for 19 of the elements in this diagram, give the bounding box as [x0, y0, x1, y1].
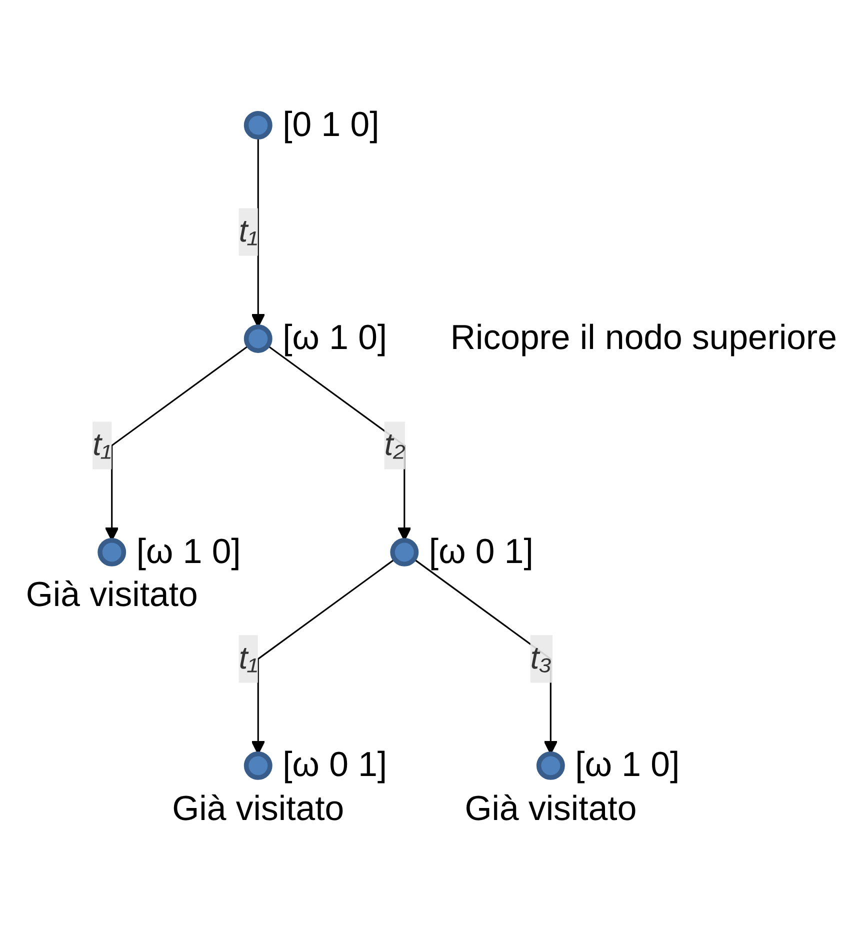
arrow [251, 558, 396, 754]
marking-label: [ω 0 1] [282, 748, 388, 784]
state-circle [244, 111, 272, 140]
arrow [104, 345, 250, 541]
state-circle [536, 751, 565, 780]
marking-label: [0 1 0] [282, 108, 380, 143]
state-circle [390, 538, 419, 566]
state-circle [98, 538, 126, 566]
node-note: Già visitato [26, 578, 198, 614]
marking-label: [ω 1 0] [575, 748, 680, 784]
state-circle [244, 324, 272, 353]
marking-label: [ω 1 0] [136, 534, 241, 570]
marking-label: [ω 0 1] [428, 534, 534, 570]
node-note: Già visitato [172, 792, 344, 827]
arrow [251, 137, 266, 328]
marking-label: [ω 1 0] [282, 321, 388, 356]
node-note: Già visitato [464, 792, 637, 827]
node-note: Ricopre il nodo superiore [450, 321, 837, 356]
state-circle [244, 751, 272, 780]
